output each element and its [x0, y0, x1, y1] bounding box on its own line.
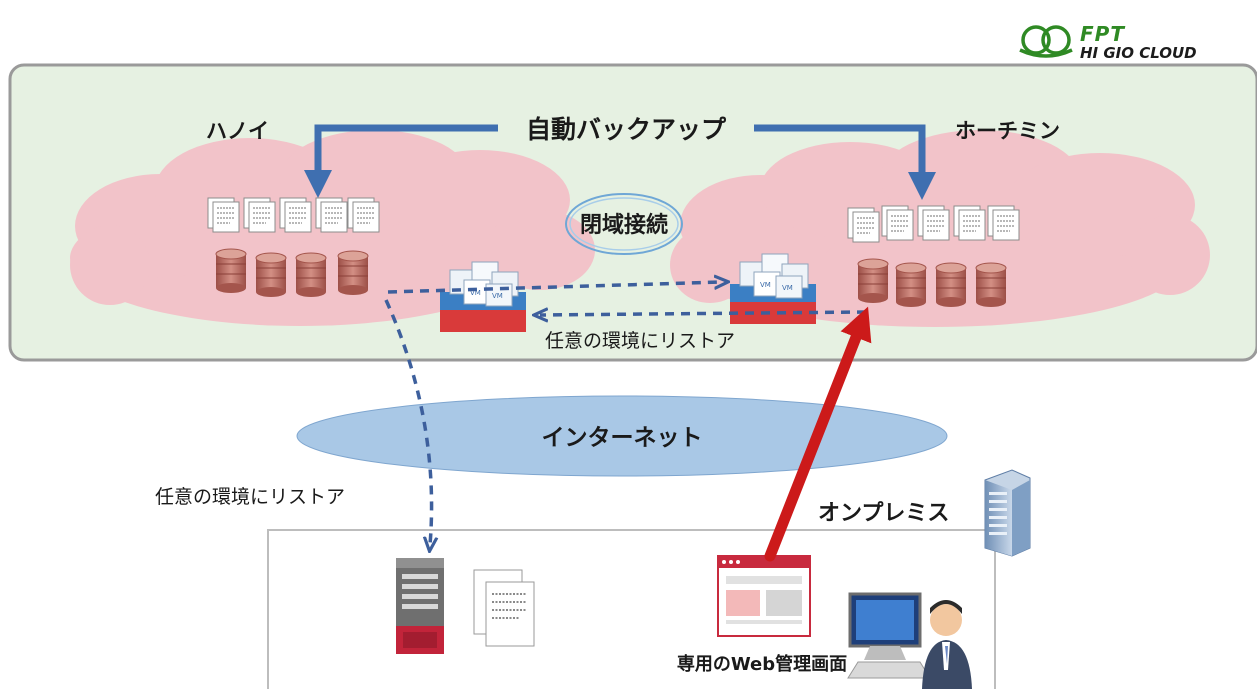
internet-cloud: [296, 395, 948, 477]
hanoi-documents: [207, 197, 380, 233]
building-icon: [984, 469, 1031, 557]
onpremise-area: [267, 529, 996, 689]
restored-documents-icon: [473, 569, 535, 647]
auto-backup-arrow: [304, 124, 936, 200]
web-console-icon: [717, 555, 811, 637]
restore-cloud-label: 任意の環境にリストア: [545, 330, 735, 352]
restore-onprem-arrow: [384, 299, 432, 545]
hanoi-label: ハノイ: [206, 119, 269, 143]
restore-onprem-label: 任意の環境にリストア: [155, 486, 345, 508]
vm-stack-hanoi: [439, 261, 527, 333]
closed-connection-label: 閉域接続: [580, 212, 668, 238]
vm-stack-hochiminh: [729, 253, 817, 325]
user-at-pc-icon: [847, 592, 972, 689]
brand-logo-bottom: HI GIO CLOUD: [1080, 44, 1197, 62]
hanoi-cloud: [70, 130, 595, 326]
closed-connection-badge: 閉域接続: [565, 193, 683, 255]
server-icon: [396, 558, 444, 654]
restore-cloud-arrow: [540, 312, 867, 315]
replication-arrow: [387, 282, 722, 294]
hochiminh-label: ホーチミン: [955, 119, 1060, 143]
onpremise-label: オンプレミス: [818, 501, 949, 526]
web-upload-arrow: [764, 306, 872, 562]
web-console-label: 専用のWeb管理画面: [677, 653, 847, 675]
brand-logo-top: FPT: [1080, 22, 1125, 46]
auto-backup-label: 自動バックアップ: [526, 115, 727, 144]
fpt-logo-icon: [1019, 25, 1073, 58]
internet-label: インターネット: [542, 425, 703, 451]
brand-logo: FPT HI GIO CLOUD: [1080, 24, 1250, 74]
hochiminh-documents: [847, 205, 1020, 243]
